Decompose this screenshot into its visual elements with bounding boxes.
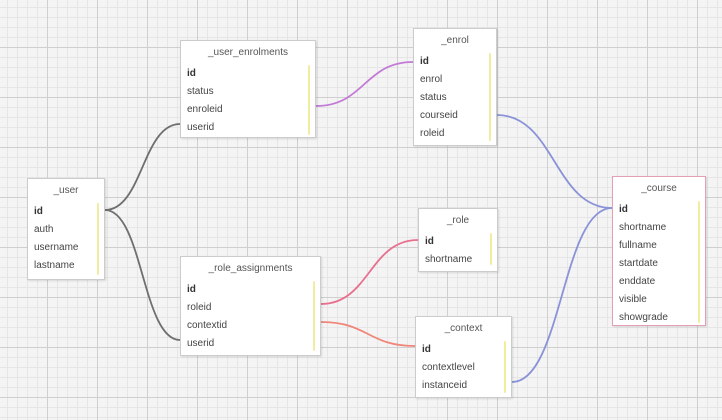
- table-user-enrolments[interactable]: _user_enrolments id status enroleid user…: [180, 40, 316, 138]
- field-lastname[interactable]: lastname: [34, 260, 75, 271]
- table-title: _role_assignments: [208, 263, 293, 274]
- field-id[interactable]: id: [420, 56, 429, 67]
- link-user-enrolments-enrol[interactable]: [315, 61, 414, 107]
- table-context[interactable]: _context id contextlevel instanceid: [415, 316, 512, 398]
- field-userid[interactable]: userid: [187, 122, 215, 133]
- table-title: _user: [53, 185, 79, 196]
- field-enddate[interactable]: enddate: [619, 276, 656, 287]
- table-role[interactable]: _role id shortname: [418, 208, 498, 272]
- scrollbar[interactable]: [308, 65, 310, 135]
- field-shortname[interactable]: shortname: [425, 254, 473, 265]
- table-title: _enrol: [441, 35, 469, 46]
- field-fullname[interactable]: fullname: [619, 240, 657, 251]
- link-context-course[interactable]: [511, 207, 613, 383]
- link-enrol-course[interactable]: [496, 114, 613, 209]
- field-id[interactable]: id: [619, 204, 628, 215]
- table-user[interactable]: _user id auth username lastname: [27, 178, 105, 280]
- field-instanceid[interactable]: instanceid: [422, 380, 468, 391]
- field-id[interactable]: id: [187, 68, 196, 79]
- field-id[interactable]: id: [425, 236, 434, 247]
- field-showgrade[interactable]: showgrade: [619, 312, 668, 323]
- field-enroleid[interactable]: enroleid: [187, 104, 223, 115]
- field-id[interactable]: id: [422, 344, 431, 355]
- field-contextlevel[interactable]: contextlevel: [422, 362, 475, 373]
- scrollbar[interactable]: [698, 201, 700, 323]
- table-role-assignments[interactable]: _role_assignments id roleid contextid us…: [180, 256, 321, 356]
- link-role-assignments-context[interactable]: [320, 321, 416, 347]
- table-title: _course: [641, 183, 677, 194]
- table-course[interactable]: _course id shortname fullname startdate …: [612, 176, 706, 326]
- field-enrol[interactable]: enrol: [420, 74, 443, 85]
- field-userid[interactable]: userid: [187, 338, 215, 349]
- field-courseid[interactable]: courseid: [420, 110, 458, 121]
- field-startdate[interactable]: startdate: [619, 258, 658, 269]
- table-title: _context: [444, 323, 483, 334]
- field-shortname[interactable]: shortname: [619, 222, 667, 233]
- scrollbar[interactable]: [489, 53, 491, 141]
- field-status[interactable]: status: [187, 86, 214, 97]
- table-title: _user_enrolments: [207, 47, 289, 58]
- field-visible[interactable]: visible: [619, 294, 647, 305]
- scrollbar[interactable]: [97, 203, 99, 275]
- scrollbar[interactable]: [490, 233, 492, 265]
- field-auth[interactable]: auth: [34, 224, 54, 235]
- link-user-user-enrolments[interactable]: [104, 123, 181, 211]
- scrollbar[interactable]: [313, 281, 315, 351]
- field-username[interactable]: username: [34, 242, 79, 253]
- table-enrol[interactable]: _enrol id enrol status courseid roleid: [413, 28, 497, 146]
- table-title: _role: [446, 215, 470, 226]
- field-id[interactable]: id: [187, 284, 196, 295]
- field-roleid[interactable]: roleid: [187, 302, 212, 313]
- link-user-role-assignments[interactable]: [104, 209, 181, 341]
- scrollbar[interactable]: [504, 341, 506, 393]
- field-contextid[interactable]: contextid: [187, 320, 228, 331]
- field-roleid[interactable]: roleid: [420, 128, 445, 139]
- field-id[interactable]: id: [34, 206, 43, 217]
- field-status[interactable]: status: [420, 92, 447, 103]
- link-role-assignments-role[interactable]: [320, 239, 419, 305]
